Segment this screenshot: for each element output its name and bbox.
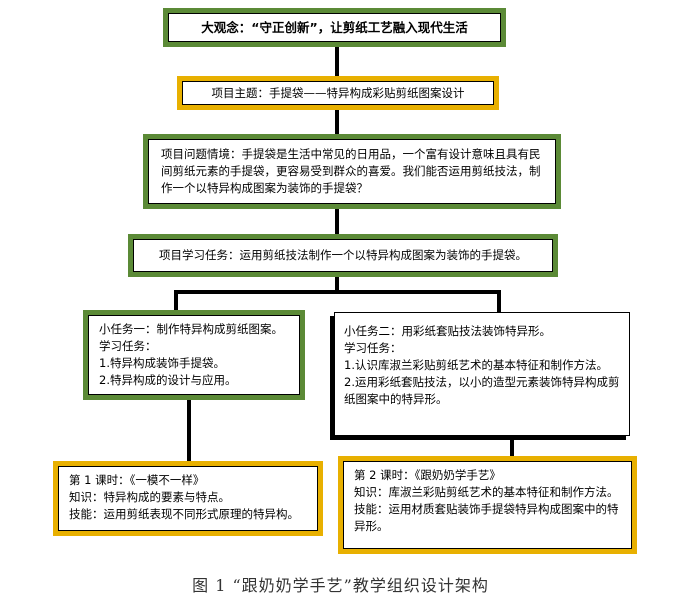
problem-context-text: 项目问题情境：手提袋是生活中常见的日用品，一个富有设计意味且具有民间剪纸元素的手… (161, 147, 541, 195)
subtask-1-heading: 学习任务： (99, 339, 157, 353)
branch-right-drop (497, 290, 501, 313)
connector-3 (335, 207, 339, 235)
project-theme-text: 项目主题：手提袋——特异构成彩贴剪纸图案设计 (211, 85, 465, 100)
learning-task-text: 项目学习任务：运用剪纸技法制作一个以特异构成图案为装饰的手提袋。 (159, 248, 527, 262)
subtask-2-title: 小任务二：用彩纸套贴技法装饰特异形。 (344, 324, 551, 338)
branch-horizontal (174, 290, 501, 294)
subtask-1-title: 小任务一：制作特异构成剪纸图案。 (99, 322, 283, 336)
connector-right-lower (510, 434, 514, 458)
lesson-1-knowledge: 知识：特异构成的要素与特点。 (69, 490, 230, 504)
lesson-2-knowledge: 知识：库淑兰彩贴剪纸艺术的基本特征和制作方法。 (354, 485, 619, 499)
connector-1 (335, 44, 339, 78)
connector-2 (335, 108, 339, 136)
subtask-1-item-2: 2.特异构成的设计与应用。 (99, 373, 237, 387)
figure-caption: 图 1 “跟奶奶学手艺”教学组织设计架构 (192, 576, 489, 595)
lesson-2-title: 第 2 课时：《跟奶奶学手艺》 (354, 468, 501, 482)
subtask-1-box: 小任务一：制作特异构成剪纸图案。 学习任务： 1.特异构成装饰手提袋。 2.特异… (83, 310, 305, 400)
subtask-2-item-2: 2.运用彩纸套贴技法，以小的造型元素装饰特异构成剪纸图案中的特异形。 (344, 375, 620, 406)
lesson-1-skill: 技能：运用剪纸表现不同形式原理的特异构。 (69, 507, 299, 521)
problem-context-box: 项目问题情境：手提袋是生活中常见的日用品，一个富有设计意味且具有民间剪纸元素的手… (143, 134, 561, 209)
lesson-2-skill: 技能：运用材质套贴装饰手提袋特异构成图案中的特异形。 (354, 502, 619, 533)
connector-4 (335, 276, 339, 292)
subtask-1-item-1: 1.特异构成装饰手提袋。 (99, 356, 225, 370)
connector-left-lower (187, 398, 191, 462)
lesson-1-title: 第 1 课时：《一模不一样》 (69, 473, 205, 487)
learning-task-box: 项目学习任务：运用剪纸技法制作一个以特异构成图案为装饰的手提袋。 (128, 234, 558, 277)
subtask-2-box: 小任务二：用彩纸套贴技法装饰特异形。 学习任务： 1.认识库淑兰彩贴剪纸艺术的基… (334, 312, 630, 436)
big-idea-box: 大观念：“守正创新”，让剪纸工艺融入现代生活 (163, 8, 506, 47)
project-theme-box: 项目主题：手提袋——特异构成彩贴剪纸图案设计 (177, 76, 499, 110)
subtask-2-heading: 学习任务： (344, 341, 402, 355)
big-idea-text: 大观念：“守正创新”，让剪纸工艺融入现代生活 (201, 20, 468, 35)
lesson-2-box: 第 2 课时：《跟奶奶学手艺》 知识：库淑兰彩贴剪纸艺术的基本特征和制作方法。 … (338, 456, 637, 554)
lesson-1-box: 第 1 课时：《一模不一样》 知识：特异构成的要素与特点。 技能：运用剪纸表现不… (53, 461, 323, 536)
branch-left-drop (174, 290, 178, 312)
subtask-2-item-1: 1.认识库淑兰彩贴剪纸艺术的基本特征和制作方法。 (344, 358, 608, 372)
